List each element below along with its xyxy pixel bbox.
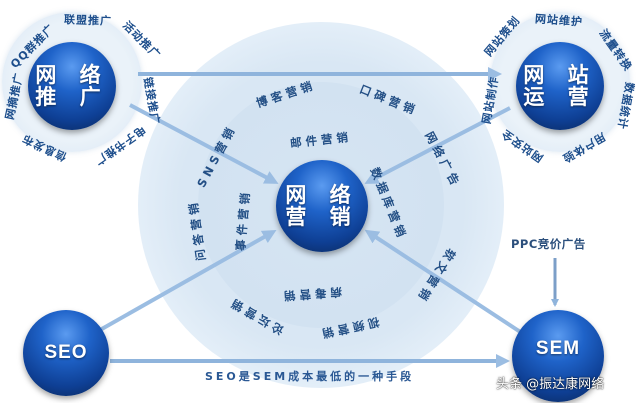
ppc-label: PPC竞价广告 — [511, 237, 586, 251]
node-label: 营 销 — [285, 205, 359, 229]
node-label: 网 站 — [523, 62, 597, 87]
node-label: 网 络 — [35, 62, 109, 87]
node-label: SEO — [44, 342, 88, 363]
node-label: SEM — [535, 338, 581, 359]
ring-label: 网站维护 — [534, 12, 584, 29]
watermark: 头条 @振达康网络 — [496, 377, 605, 392]
network-promotion-node: 网 络 推 广 — [28, 42, 116, 130]
node-label: 网 络 — [285, 182, 359, 207]
website-operation-node: 网 站 运 营 — [516, 42, 604, 130]
arrow-seo-to-center — [99, 230, 277, 332]
sem-node: SEM — [512, 310, 604, 402]
seo-sem-caption: SEO是SEM成本最低的一种手段 — [205, 370, 415, 383]
arrow-sem-to-center — [364, 229, 527, 337]
arrow-website-operation-to-center — [364, 106, 511, 184]
arrow-network-promotion-to-center — [129, 103, 279, 184]
ring-label: 联盟推广 — [63, 13, 113, 28]
network-marketing-node: 网 络 营 销 — [276, 160, 368, 252]
seo-node: SEO — [23, 310, 109, 396]
node-label: 推 广 — [35, 85, 109, 109]
node-label: 运 营 — [523, 85, 597, 109]
